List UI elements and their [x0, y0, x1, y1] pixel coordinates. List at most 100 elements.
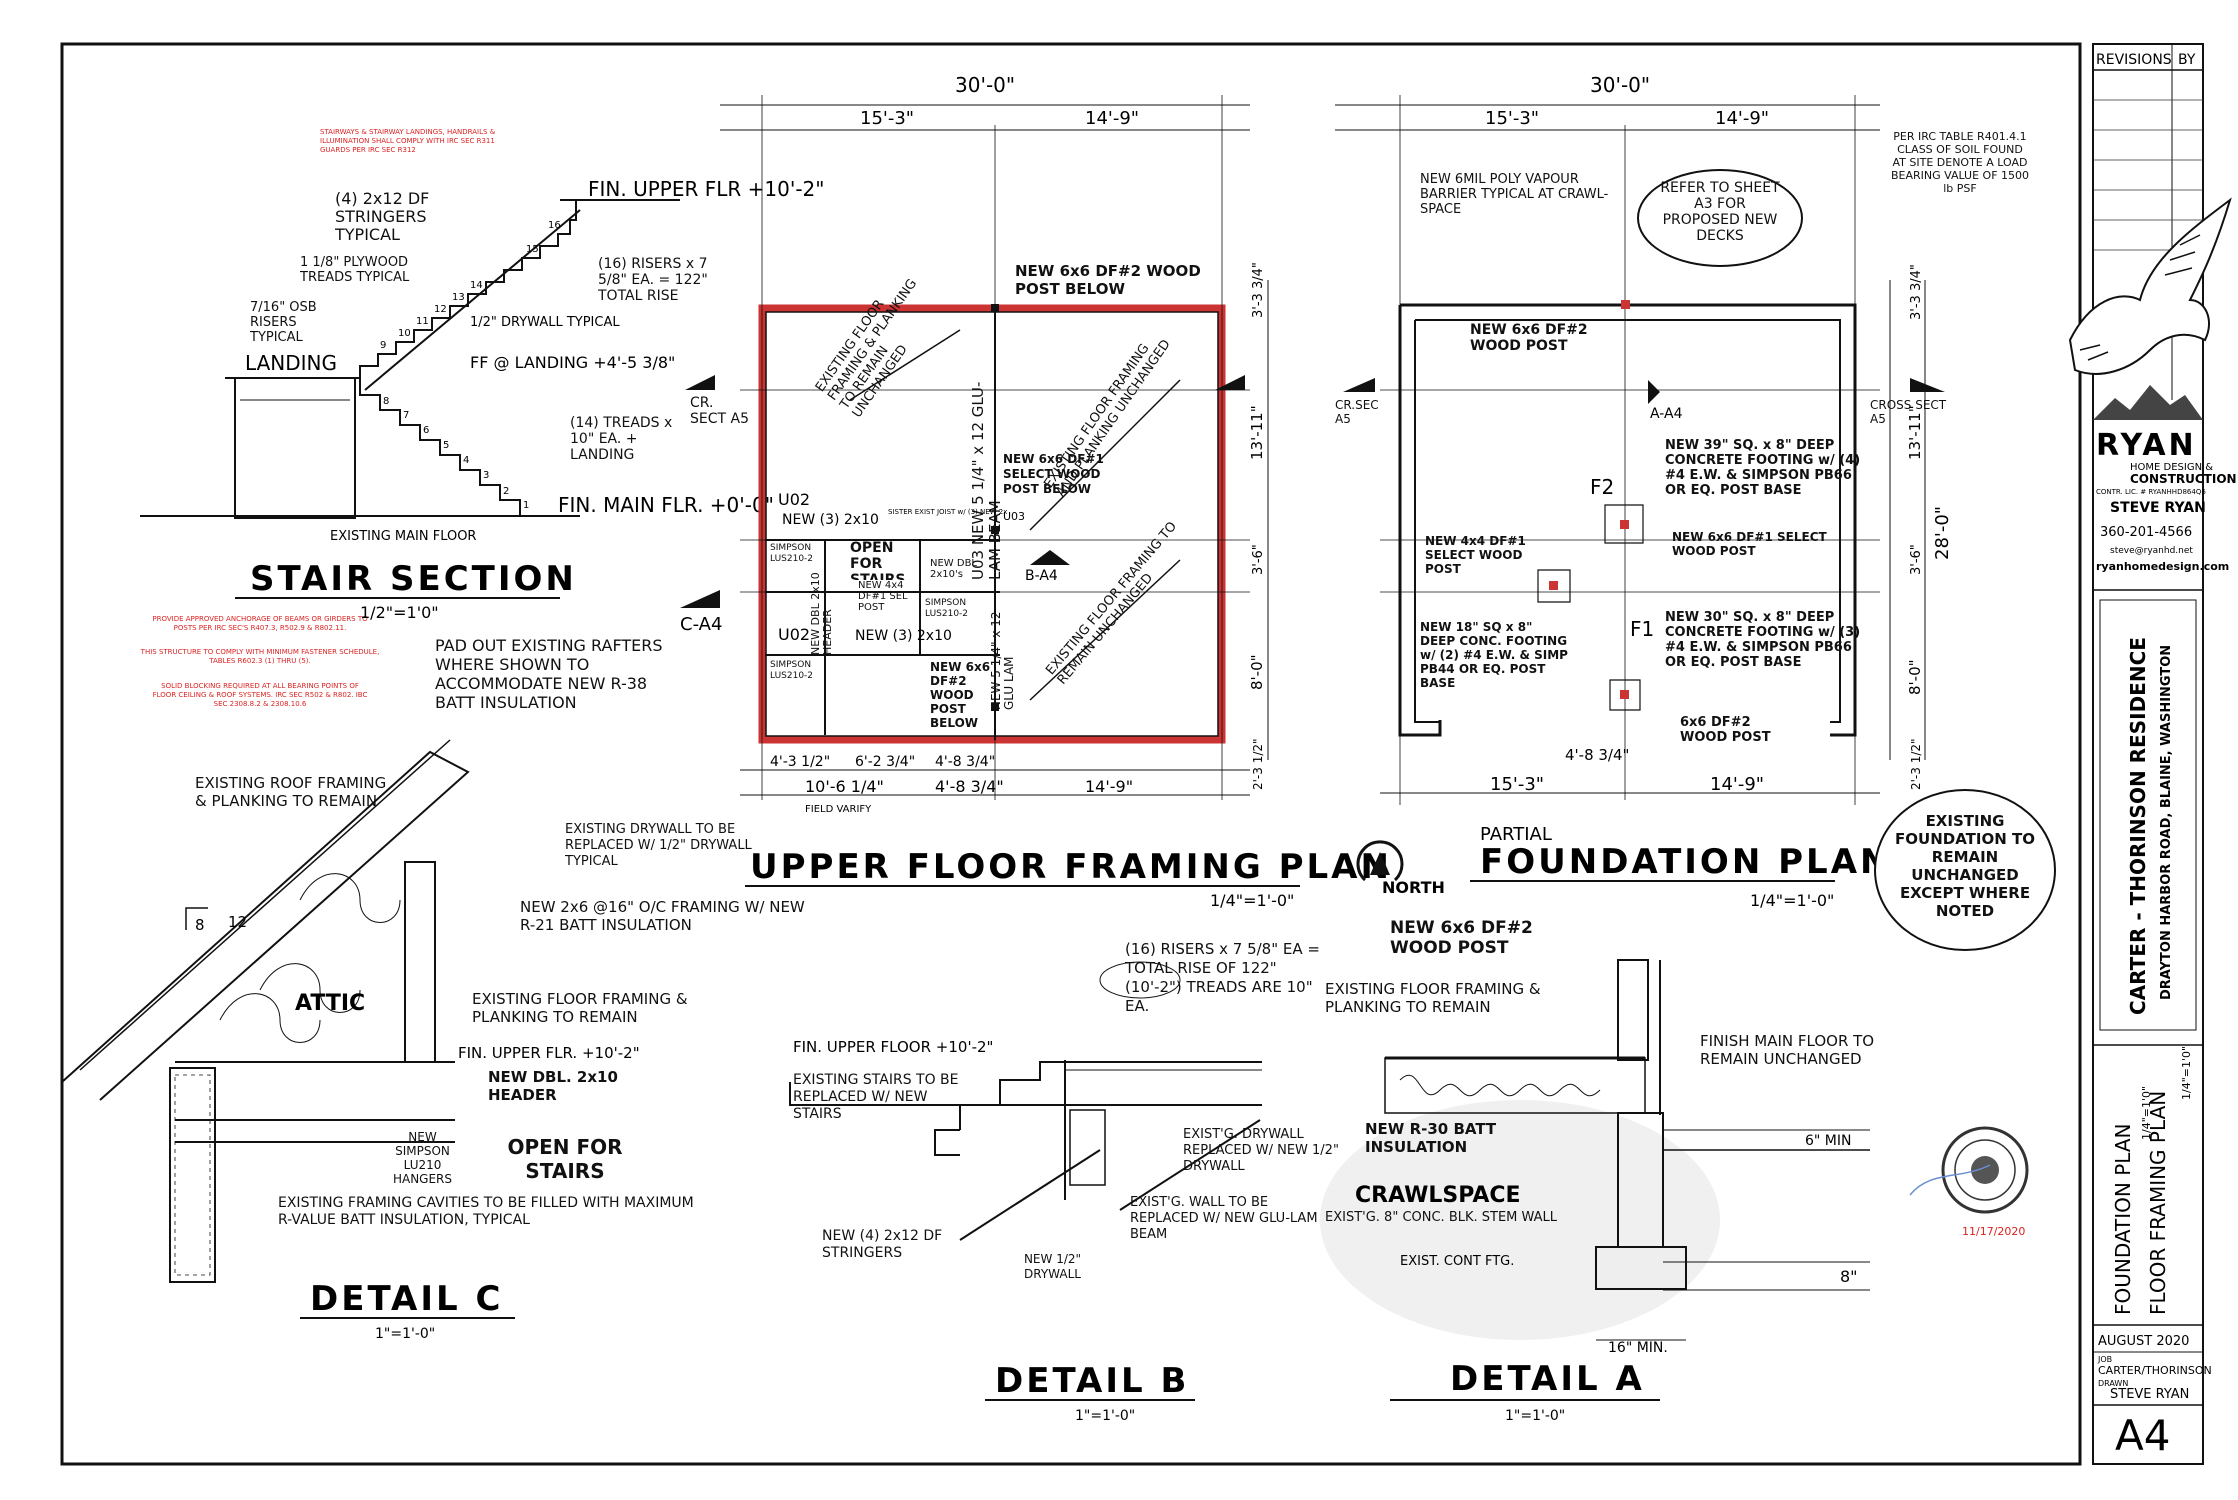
code-note-stairway: STAIRWAYS & STAIRWAY LANDINGS, HANDRAILS… [320, 128, 496, 154]
detail-c-drawing [62, 740, 468, 1282]
detail-c-header: NEW DBL. 2x10 HEADER [488, 1068, 618, 1104]
upper-u02-bottom: U02 [778, 625, 810, 644]
designer-phone: 360-201-4566 [2100, 525, 2192, 540]
detail-c-hangers: NEW SIMPSON LU210 HANGERS [392, 1130, 453, 1186]
detail-a-footing: EXIST. CONT FTG. [1400, 1254, 1514, 1269]
detail-a-drawing [1320, 960, 1870, 1340]
found-side-dim-5: 8'-0" [1906, 659, 1924, 695]
title-block: REVISIONS BY RYAN HOME DESIGN & CONSTRUC… [2070, 44, 2237, 1464]
drawn-label: DRAWN [2098, 1379, 2128, 1388]
foundation-plan-walls [1335, 95, 1925, 805]
detail-b-drawing [790, 1060, 1262, 1240]
eagle-logo-icon [2070, 200, 2230, 374]
designer-email: steve@ryanhd.net [2110, 546, 2193, 556]
north-label: NORTH [1382, 878, 1445, 897]
upper-plan-scale: 1/4"=1'-0" [1210, 891, 1294, 910]
stair-section [140, 200, 680, 518]
found-f1-footing: NEW 30" SQ. x 8" DEEP CONCRETE FOOTING w… [1665, 610, 1861, 670]
upper-side-dim-3: 3'-6" [1251, 544, 1266, 575]
detail-a-dim-6: 6" MIN [1805, 1133, 1851, 1149]
upper-dim-right: 14'-9" [1085, 108, 1139, 129]
north-arrow-icon [1358, 842, 1402, 880]
upper-plan-title: UPPER FLOOR FRAMING PLAN [750, 847, 1392, 887]
detail-c-drywall: EXISTING DRYWALL TO BE REPLACED W/ 1/2" … [565, 822, 752, 869]
upper-field-verify: FIELD VARIFY [805, 804, 872, 815]
stair-risers-osb-note: 7/16" OSB RISERS TYPICAL [250, 300, 317, 345]
sheet-title-1-scale: 1/4"=1'0" [2140, 1086, 2153, 1140]
sheet-date: AUGUST 2020 [2098, 1334, 2189, 1349]
svg-text:10: 10 [398, 328, 411, 339]
stair-step-numbers: 1 2 3 4 5 6 7 8 9 10 11 12 13 14 15 16 [380, 220, 561, 511]
detail-b-title: DETAIL B [995, 1361, 1189, 1401]
found-plan-scale: 1/4"=1'-0" [1750, 891, 1834, 910]
detail-b-fin-upper: FIN. UPPER FLOOR +10'-2" [793, 1038, 993, 1056]
svg-text:3: 3 [483, 470, 489, 481]
sheet-border [62, 44, 2080, 1464]
upper-sister: SISTER EXIST JOIST w/ (3) NEW 2x [888, 508, 1007, 516]
job-name: CARTER/THORINSON [2098, 1364, 2212, 1377]
job-label: JOB [2097, 1355, 2112, 1364]
detail-a-dim-16: 16" MIN. [1608, 1340, 1668, 1356]
found-section-arrow-right-icon [1910, 378, 1945, 392]
found-dim-bot-mid: 4'-8 3/4" [1565, 746, 1629, 764]
detail-c-cavities: EXISTING FRAMING CAVITIES TO BE FILLED W… [278, 1195, 694, 1228]
upper-header: NEW DBL 2x10 HEADER [810, 572, 834, 655]
detail-b-circle-icon [1099, 961, 1181, 999]
found-dim-left: 15'-3" [1485, 108, 1539, 129]
detail-b-new-drywall: NEW 1/2" DRYWALL [1023, 1252, 1082, 1281]
sheet-title-2-scale: 1/4"=1'0" [2180, 1046, 2193, 1100]
detail-c-floor-framing: EXISTING FLOOR FRAMING & PLANKING TO REM… [472, 990, 688, 1026]
detail-b-marker-icon [1030, 550, 1070, 565]
found-side-dim-4: 3'-6" [1909, 544, 1924, 575]
found-cr-sec-left: CR.SEC A5 [1335, 398, 1379, 426]
detail-a-scale: 1"=1'-0" [1505, 1408, 1565, 1424]
upper-side-dim-1: 3'-3 3/4" [1251, 262, 1266, 318]
found-cr-sec-right: CROSS SECT A5 [1870, 398, 1947, 426]
section-arrow-right-icon [1215, 375, 1245, 390]
detail-c-pitch-8: 8 [195, 916, 205, 934]
detail-b-existing-stairs: EXISTING STAIRS TO BE REPLACED W/ NEW ST… [793, 1072, 959, 1122]
code-note-anchorage: PROVIDE APPROVED ANCHORAGE OF BEAMS OR G… [152, 615, 368, 632]
detail-c-pitch-12: 12 [228, 913, 247, 931]
project-name: CARTER - THORINSON RESIDENCE [2126, 637, 2150, 1015]
upper-dim-b1: 4'-3 1/2" [770, 754, 830, 770]
svg-text:1: 1 [523, 500, 529, 511]
found-post-select: NEW 6x6 DF#1 SELECT WOOD POST [1672, 530, 1827, 558]
sheet-number: A4 [2115, 1411, 2170, 1460]
upper-simpson-1: SIMPSON LUS210-2 [770, 543, 814, 564]
found-side-dim-3: 28'-0" [1932, 506, 1953, 560]
drawn-by: STEVE RYAN [2110, 1387, 2189, 1402]
detail-a-floor-framing: EXISTING FLOOR FRAMING & PLANKING TO REM… [1325, 980, 1541, 1016]
upper-cr-sect-a5: CR. SECT A5 [690, 395, 749, 427]
detail-b-stringers: NEW (4) 2x12 DF STRINGERS [822, 1228, 943, 1261]
designer-name: STEVE RYAN [2110, 500, 2206, 516]
upper-existing-3: EXISTING FLOOR FRAMING TO REMAIN UNCHANG… [1043, 519, 1180, 688]
found-post-bot: 6x6 DF#2 WOOD POST [1680, 715, 1771, 745]
company-line2: HOME DESIGN & [2130, 462, 2213, 473]
upper-b-a4: B-A4 [1025, 568, 1058, 584]
project-address: DRAYTON HARBOR ROAD, BLAINE, WASHINGTON [2159, 645, 2174, 1000]
stair-stringers-note: (4) 2x12 DF STRINGERS TYPICAL [335, 190, 430, 244]
found-dim-bot-right: 14'-9" [1710, 774, 1764, 795]
svg-text:6: 6 [423, 425, 429, 436]
code-note-fastener: THIS STRUCTURE TO COMPLY WITH MINIMUM FA… [140, 648, 380, 665]
upper-simpson-2: SIMPSON LUS210-2 [925, 598, 969, 619]
svg-text:7: 7 [403, 410, 409, 421]
stair-treads-note: 1 1/8" PLYWOOD TREADS TYPICAL [300, 255, 410, 285]
upper-new-dbl: NEW DBL 2x10's [930, 558, 977, 580]
stair-tread-count-note: (14) TREADS x 10" EA. + LANDING [570, 415, 673, 463]
found-title-pre: PARTIAL [1480, 824, 1552, 845]
upper-u03-small: U03 [1003, 510, 1025, 523]
detail-a-crawlspace: CRAWLSPACE [1355, 1183, 1521, 1208]
engineer-seal-icon [1910, 1128, 2027, 1212]
found-a-a4: A-A4 [1650, 406, 1683, 422]
sheet-title-2: FLOOR FRAMING PLAN [2146, 1091, 2170, 1315]
upper-post-bot: NEW 6x6 DF#2 WOOD POST BELOW [930, 660, 991, 730]
stair-fin-main: FIN. MAIN FLR. +0'-0" [558, 493, 774, 517]
stair-fin-upper: FIN. UPPER FLR +10'-2" [588, 177, 824, 201]
upper-open-stairs: OPEN FOR STAIRS [850, 540, 906, 580]
found-f1: F1 [1630, 617, 1654, 641]
svg-text:14: 14 [470, 280, 483, 291]
found-side-dim-6: 2'-3 1/2" [1909, 738, 1923, 790]
